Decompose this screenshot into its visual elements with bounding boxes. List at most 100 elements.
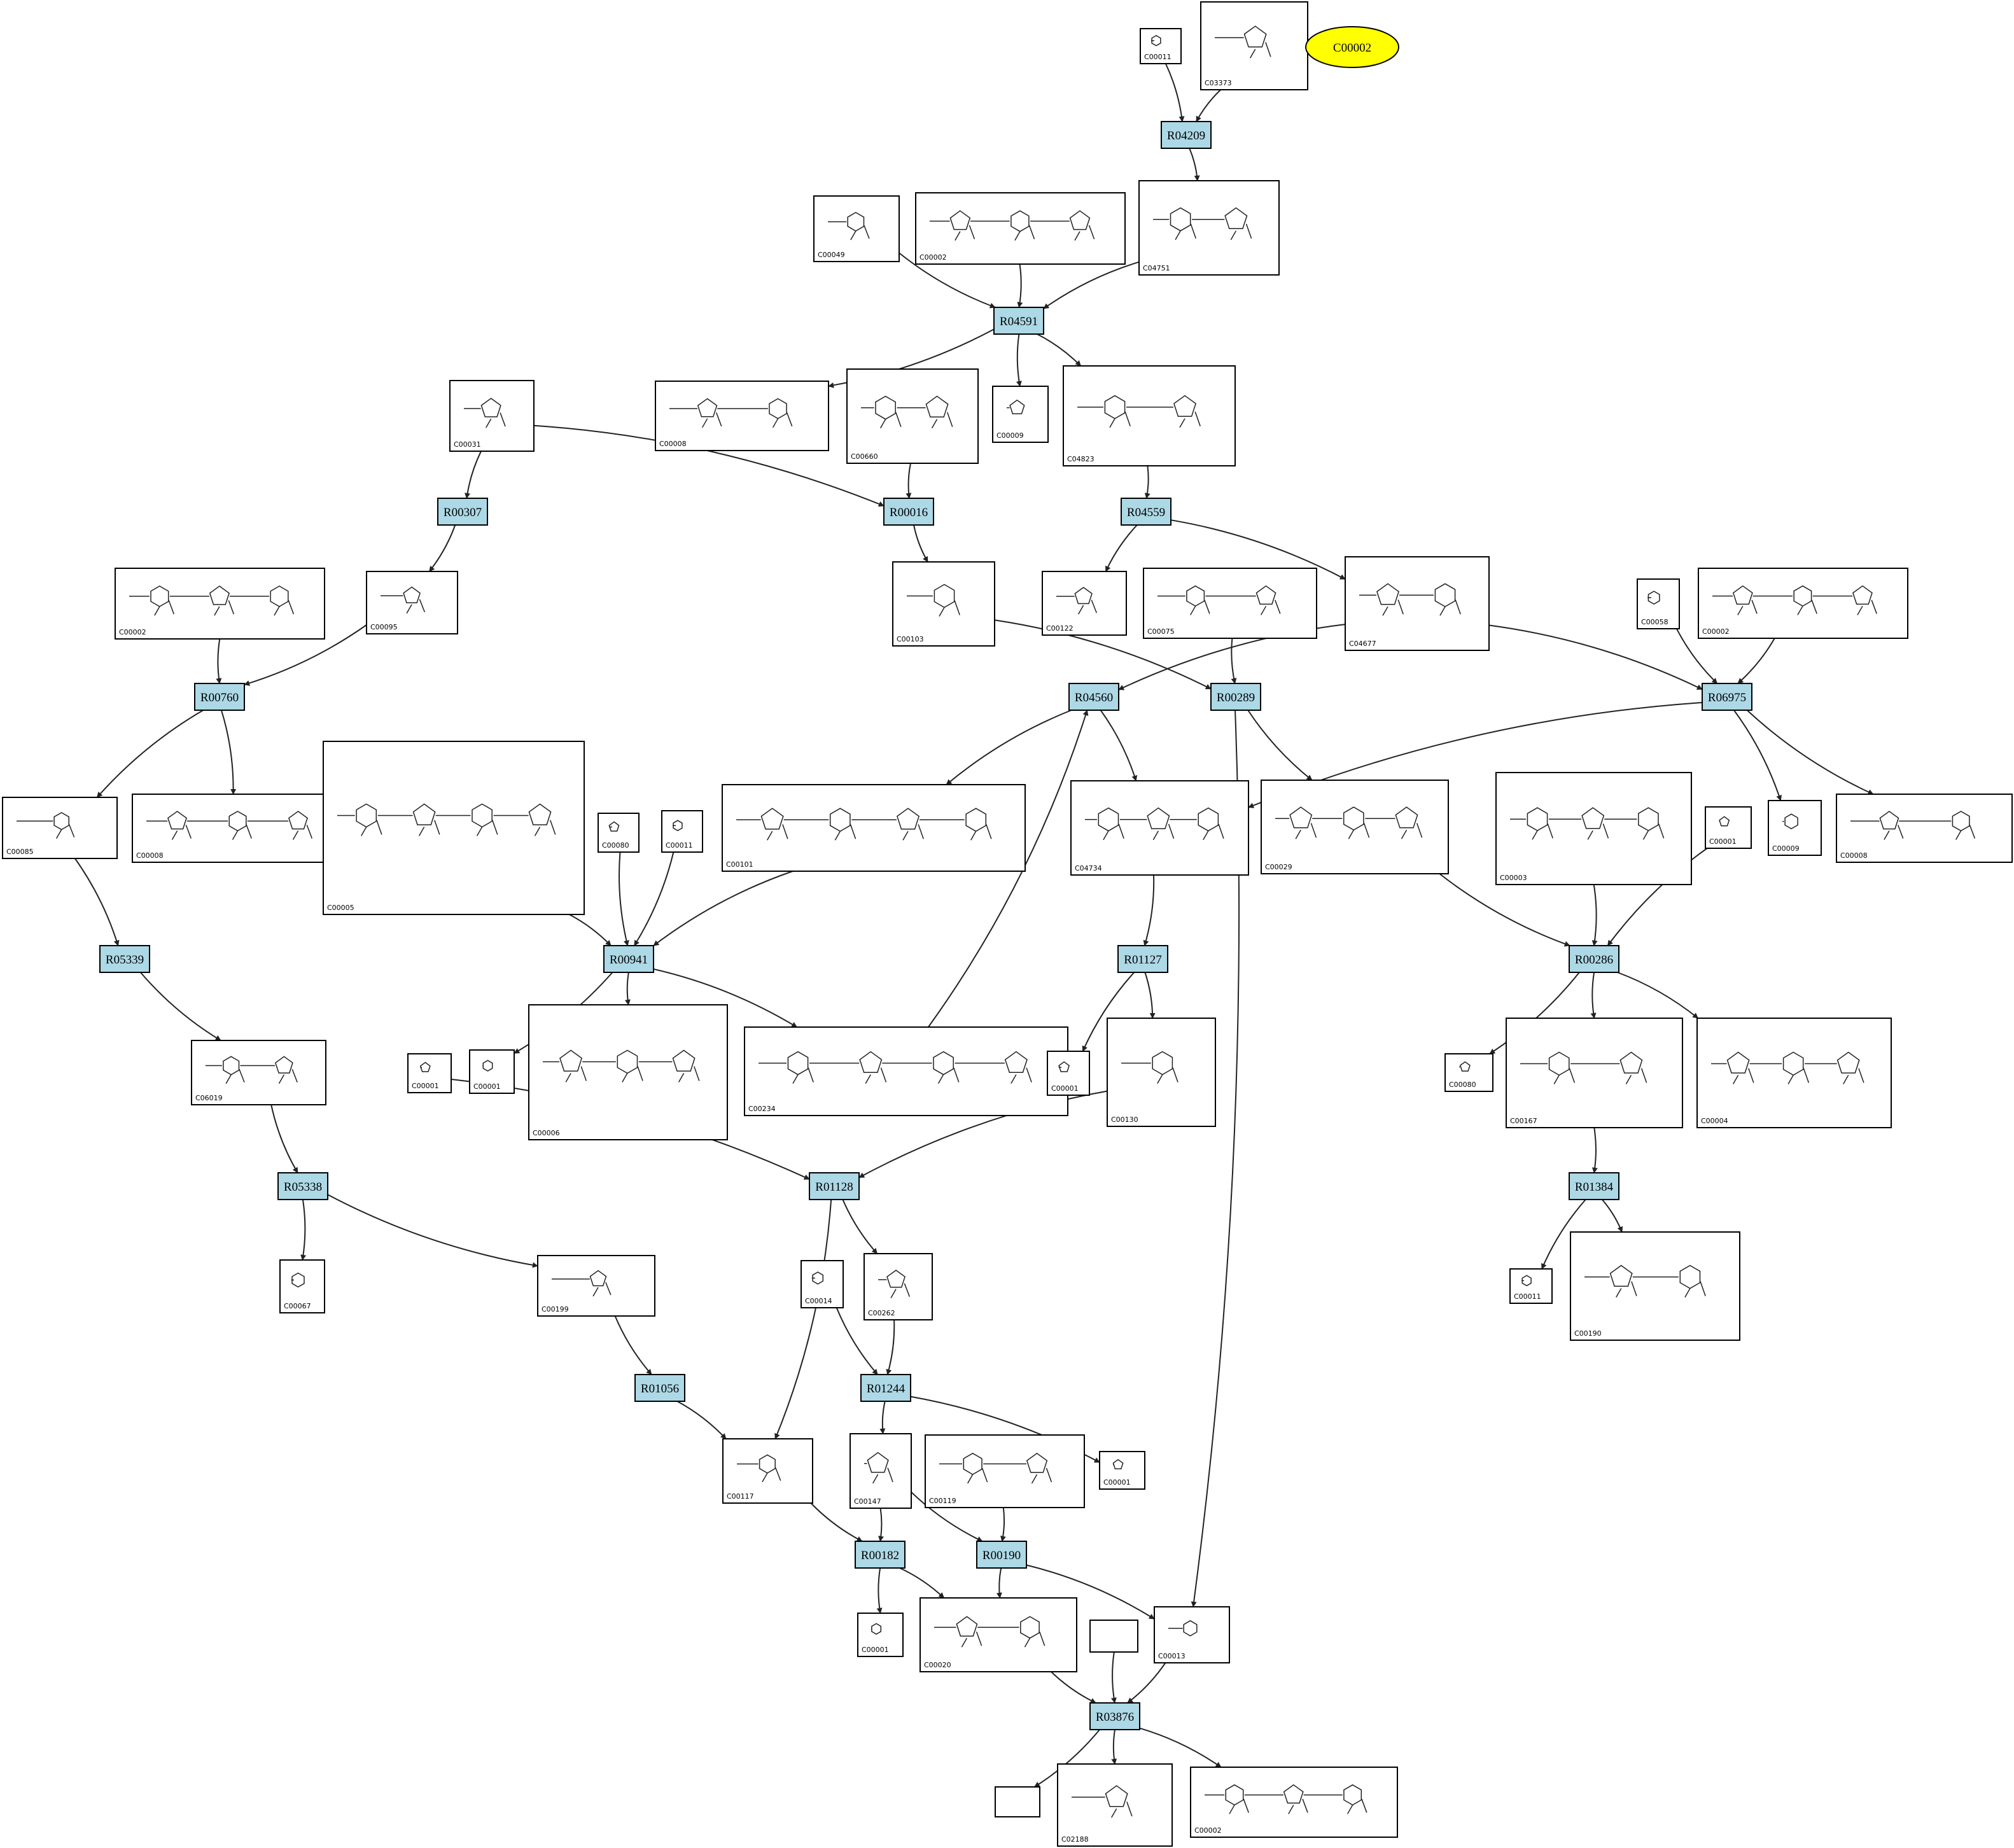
compound-c04823[interactable]: C04823: [1063, 365, 1236, 466]
compound-c04734[interactable]: C04734: [1070, 780, 1249, 876]
compound-c00006[interactable]: C00006: [528, 1004, 728, 1140]
compound-c00001[interactable]: C00001: [469, 1049, 515, 1094]
reaction-r01127[interactable]: R01127: [1117, 945, 1168, 973]
reaction-box: [1089, 1702, 1140, 1730]
compound-c00002[interactable]: C00002: [1698, 568, 1908, 639]
compound-empty[interactable]: [1089, 1620, 1138, 1653]
molecule-structure-icon: [737, 1454, 781, 1483]
compound-id-label: C04734: [1075, 864, 1102, 872]
compound-c00031[interactable]: C00031: [449, 380, 535, 452]
compound-c00008[interactable]: C00008: [1836, 794, 2013, 863]
compound-c00147[interactable]: C00147: [850, 1433, 912, 1509]
compound-c00011[interactable]: C00011: [1140, 28, 1182, 64]
compound-c00122[interactable]: C00122: [1042, 571, 1127, 636]
compound-c03373[interactable]: C03373: [1200, 1, 1308, 90]
edge-r05338-to-c42: [327, 1194, 538, 1268]
compound-c00119[interactable]: C00119: [925, 1434, 1085, 1508]
reaction-r04209[interactable]: R04209: [1161, 121, 1212, 149]
compound-c00001[interactable]: C00001: [407, 1053, 452, 1093]
compound-c00001[interactable]: C00001: [1099, 1451, 1145, 1490]
compound-c00002[interactable]: C00002: [115, 568, 325, 640]
molecule-structure-icon: [17, 812, 75, 839]
reaction-r00289[interactable]: R00289: [1210, 683, 1261, 711]
reaction-r01128[interactable]: R01128: [809, 1172, 860, 1200]
compound-c00049[interactable]: C00049: [813, 195, 900, 262]
compound-c00001[interactable]: C00001: [857, 1613, 904, 1657]
compound-box: [1107, 1018, 1216, 1127]
compound-c00080[interactable]: C00080: [1444, 1053, 1493, 1092]
compound-c00011[interactable]: C00011: [661, 810, 703, 853]
compound-c00001[interactable]: C00001: [1047, 1051, 1090, 1096]
compound-c00130[interactable]: C00130: [1107, 1018, 1216, 1127]
compound-c00067[interactable]: C00067: [279, 1259, 325, 1313]
molecule-structure-icon: [1007, 399, 1025, 415]
molecule-structure-icon: [1712, 585, 1877, 615]
compound-c00014[interactable]: C00014: [801, 1260, 844, 1308]
reaction-r00016[interactable]: R00016: [883, 498, 934, 526]
compound-c00234[interactable]: C00234: [744, 1026, 1068, 1116]
compound-c00095[interactable]: C00095: [366, 571, 458, 634]
compound-c00190[interactable]: C00190: [1570, 1231, 1740, 1341]
reaction-r04560[interactable]: R04560: [1068, 683, 1119, 711]
reaction-r05339[interactable]: R05339: [99, 945, 150, 973]
reaction-id-label: R04591: [1000, 315, 1038, 328]
compound-c00004[interactable]: C00004: [1696, 1018, 1892, 1128]
reaction-r00182[interactable]: R00182: [855, 1541, 906, 1569]
compound-c00009[interactable]: C00009: [1768, 800, 1822, 856]
compound-c00001[interactable]: C00001: [1705, 806, 1752, 849]
reaction-r04591[interactable]: R04591: [993, 307, 1044, 335]
compound-c00013[interactable]: C00013: [1154, 1606, 1230, 1663]
compound-c04751[interactable]: C04751: [1138, 180, 1280, 276]
compound-c00002[interactable]: C00002: [915, 192, 1126, 265]
compound-c00167[interactable]: C00167: [1506, 1018, 1683, 1128]
reaction-r01244[interactable]: R01244: [860, 1374, 911, 1402]
compound-c00008[interactable]: C00008: [655, 381, 829, 451]
reaction-r00760[interactable]: R00760: [194, 683, 245, 711]
reaction-box: [1569, 1172, 1619, 1200]
molecule-structure-icon: [1072, 1785, 1133, 1818]
compound-c04677[interactable]: C04677: [1345, 556, 1490, 651]
edge-c39-to-r01384: [1591, 1127, 1598, 1173]
reaction-r04559[interactable]: R04559: [1121, 498, 1171, 526]
reaction-box: [855, 1541, 906, 1569]
reaction-r00286[interactable]: R00286: [1569, 945, 1619, 973]
reaction-r05338[interactable]: R05338: [277, 1172, 328, 1200]
compound-c00005[interactable]: C00005: [323, 741, 585, 915]
compound-c00085[interactable]: C00085: [2, 797, 118, 859]
molecule-structure-icon: [669, 398, 793, 428]
reaction-r00190[interactable]: R00190: [976, 1541, 1027, 1569]
compound-c00660[interactable]: C00660: [846, 368, 979, 464]
compound-c06019[interactable]: C06019: [191, 1040, 326, 1105]
compound-c00008[interactable]: C00008: [132, 794, 344, 863]
compound-c02188[interactable]: C02188: [1057, 1763, 1173, 1847]
reaction-r01384[interactable]: R01384: [1569, 1172, 1619, 1200]
compound-empty[interactable]: [995, 1786, 1040, 1817]
compound-c00011[interactable]: C00011: [1509, 1268, 1553, 1304]
reaction-r00941[interactable]: R00941: [603, 945, 654, 973]
reaction-r01056[interactable]: R01056: [634, 1374, 685, 1402]
compound-c00080[interactable]: C00080: [598, 813, 640, 853]
reaction-r03876[interactable]: R03876: [1089, 1702, 1140, 1730]
compound-c00002[interactable]: C00002: [1190, 1767, 1398, 1838]
compound-c00003[interactable]: C00003: [1495, 772, 1692, 885]
compound-id-label: C04823: [1067, 455, 1094, 463]
compound-c00117[interactable]: C00117: [722, 1438, 813, 1504]
reaction-r00307[interactable]: R00307: [437, 498, 488, 526]
compound-c00020[interactable]: C00020: [920, 1597, 1077, 1672]
compound-c00101[interactable]: C00101: [722, 784, 1026, 872]
compound-c00075[interactable]: C00075: [1143, 568, 1317, 639]
reaction-r06975[interactable]: R06975: [1702, 683, 1752, 711]
compound-box: [1836, 794, 2013, 863]
compound-box: [995, 1786, 1040, 1817]
compound-id-label: C00002: [1194, 1826, 1222, 1835]
compound-c00103[interactable]: C00103: [892, 561, 995, 647]
edge-c23-to-r00941: [633, 851, 675, 946]
compound-c00009[interactable]: C00009: [992, 386, 1049, 443]
molecule-structure-icon: [381, 586, 426, 614]
compound-c00262[interactable]: C00262: [864, 1253, 933, 1320]
compound-c00199[interactable]: C00199: [537, 1255, 655, 1317]
edge-c48-to-r00182: [878, 1508, 884, 1542]
highlighted-compound[interactable]: C00002: [1305, 26, 1399, 68]
compound-c00058[interactable]: C00058: [1637, 578, 1680, 629]
compound-c00029[interactable]: C00029: [1261, 780, 1449, 874]
